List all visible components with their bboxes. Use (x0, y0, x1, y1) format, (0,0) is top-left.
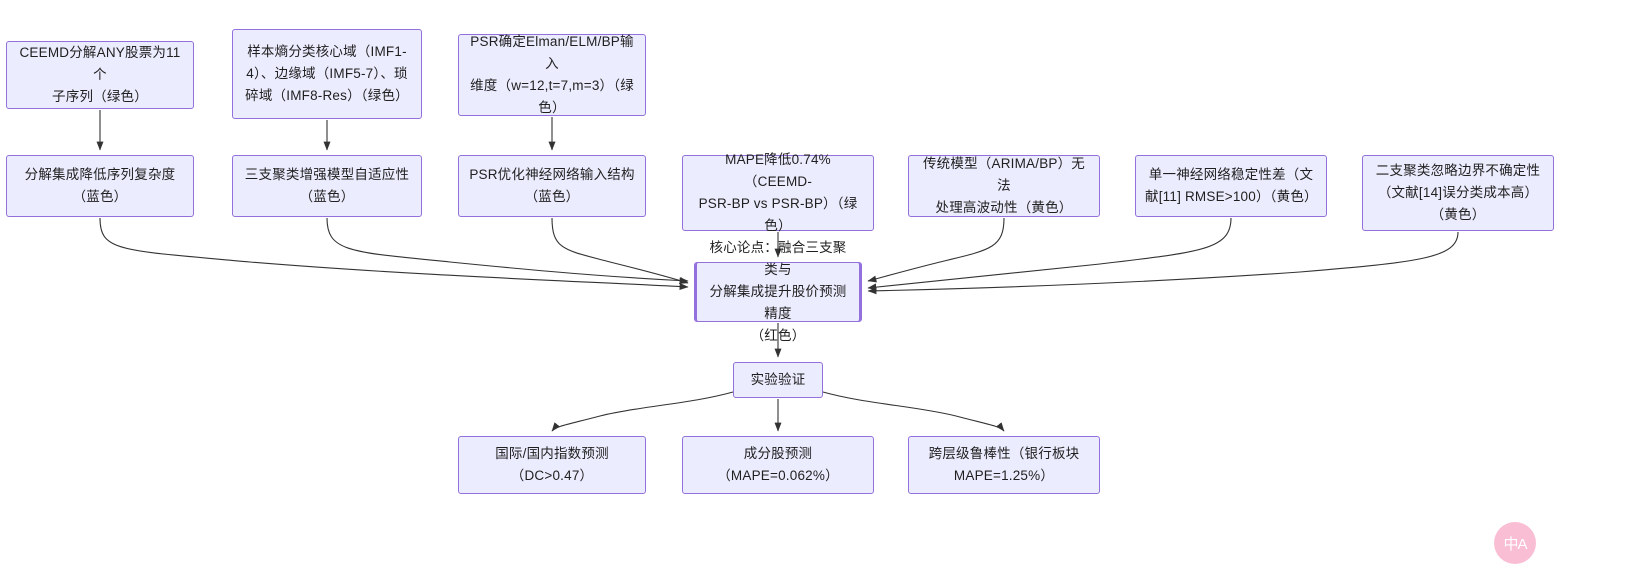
n-cross-level-robust-label: 跨层级鲁棒性（银行板块 MAPE=1.25%） (928, 446, 1080, 483)
n-traditional-model-label: 传统模型（ARIMA/BP）无法 处理高波动性（黄色） (922, 156, 1085, 215)
n-single-nn-unstable-label: 单一神经网络稳定性差（文 献[11] RMSE>100）（黄色） (1145, 167, 1318, 204)
n-mape-reduction-label: MAPE降低0.74%（CEEMD- PSR-BP vs PSR-BP）（绿 色… (698, 152, 858, 233)
n-three-way-adaptive[interactable]: 三支聚类增强模型自适应性 （蓝色） (232, 155, 422, 217)
watermark-label: 中A (1503, 535, 1527, 553)
edge-n-experiment-to-n-index-forecast (551, 391, 734, 432)
n-three-way-adaptive-label: 三支聚类增强模型自适应性 （蓝色） (244, 167, 410, 204)
n-sample-entropy[interactable]: 样本熵分类核心域（IMF1- 4）、边缘域（IMF5-7）、琐 碎域（IMF8-… (232, 29, 422, 119)
n-index-forecast[interactable]: 国际/国内指数预测 （DC>0.47） (458, 436, 646, 494)
n-core-claim-label: 核心论点：融合三支聚类与 分解集成提升股价预测精度 （红色） (709, 240, 847, 343)
edge-n-experiment-to-n-cross-level-robust (822, 391, 1005, 432)
edge-n-two-way-boundary-to-n-core-claim (867, 231, 1459, 295)
n-single-nn-unstable[interactable]: 单一神经网络稳定性差（文 献[11] RMSE>100）（黄色） (1135, 155, 1327, 217)
n-sample-entropy-label: 样本熵分类核心域（IMF1- 4）、边缘域（IMF5-7）、琐 碎域（IMF8-… (245, 44, 409, 103)
n-mape-reduction[interactable]: MAPE降低0.74%（CEEMD- PSR-BP vs PSR-BP）（绿 色… (682, 152, 874, 233)
edge-n-psr-structure-to-n-core-claim (551, 217, 689, 284)
edge-n-three-way-adaptive-to-n-core-claim (326, 217, 689, 285)
n-psr-structure[interactable]: PSR优化神经网络输入结构 （蓝色） (458, 155, 646, 217)
n-psr-structure-label: PSR优化神经网络输入结构 （蓝色） (469, 167, 635, 204)
n-traditional-model[interactable]: 传统模型（ARIMA/BP）无法 处理高波动性（黄色） (908, 155, 1100, 217)
n-two-way-boundary[interactable]: 二支聚类忽略边界不确定性 （文献[14]误分类成本高） （黄色） (1362, 155, 1554, 231)
n-constituent-forecast[interactable]: 成分股预测 （MAPE=0.062%） (682, 436, 874, 494)
n-decompose-complexity-label: 分解集成降低序列复杂度 （蓝色） (24, 167, 176, 204)
edge-n-decompose-complexity-to-n-core-claim (99, 217, 689, 291)
n-ceemd-decompose[interactable]: CEEMD分解ANY股票为11个 子序列（绿色） (6, 41, 194, 109)
n-experiment-label: 实验验证 (750, 372, 806, 388)
edge-group (96, 110, 1459, 432)
n-experiment[interactable]: 实验验证 (733, 362, 823, 398)
edge-n-single-nn-unstable-to-n-core-claim (867, 217, 1232, 291)
n-cross-level-robust[interactable]: 跨层级鲁棒性（银行板块 MAPE=1.25%） (908, 436, 1100, 494)
n-core-claim[interactable]: 核心论点：融合三支聚类与 分解集成提升股价预测精度 （红色） (694, 240, 862, 343)
n-constituent-forecast-label: 成分股预测 （MAPE=0.062%） (717, 446, 839, 483)
n-psr-dimension[interactable]: PSR确定Elman/ELM/BP输入 维度（w=12,t=7,m=3）（绿 色… (458, 34, 646, 116)
n-ceemd-decompose-label: CEEMD分解ANY股票为11个 子序列（绿色） (19, 45, 181, 104)
n-decompose-complexity[interactable]: 分解集成降低序列复杂度 （蓝色） (6, 155, 194, 217)
n-two-way-boundary-label: 二支聚类忽略边界不确定性 （文献[14]误分类成本高） （黄色） (1375, 163, 1541, 222)
n-index-forecast-label: 国际/国内指数预测 （DC>0.47） (495, 446, 609, 483)
edge-n-traditional-model-to-n-core-claim (867, 217, 1005, 283)
watermark-badge: 中A (1494, 522, 1536, 564)
n-psr-dimension-label: PSR确定Elman/ELM/BP输入 维度（w=12,t=7,m=3）（绿 色… (470, 34, 634, 115)
